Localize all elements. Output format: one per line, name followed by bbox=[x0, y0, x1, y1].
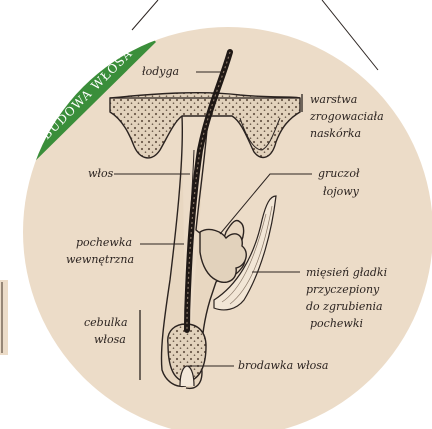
label-warstwa-2: zrogowaciała bbox=[309, 110, 384, 123]
label-lodyga: łodyga bbox=[142, 65, 179, 78]
label-pochewka-1: pochewka bbox=[76, 236, 132, 249]
label-gruczol-1: gruczoł bbox=[318, 167, 360, 180]
label-warstwa-1: warstwa bbox=[310, 93, 357, 106]
label-wlos: włos bbox=[88, 167, 114, 180]
label-cebulka-2: włosa bbox=[94, 333, 126, 346]
label-miesien-2: przyczepiony bbox=[306, 283, 380, 296]
edge-fragment bbox=[0, 280, 8, 355]
pointer-line-left bbox=[132, 0, 158, 30]
label-miesien-4: pochewki bbox=[310, 317, 363, 330]
label-warstwa-3: naskórka bbox=[310, 127, 361, 140]
label-pochewka-2: wewnętrzna bbox=[66, 253, 134, 266]
label-miesien-3: do zgrubienia bbox=[306, 300, 383, 313]
label-brodawka: brodawka włosa bbox=[238, 359, 328, 372]
label-gruczol-2: łojowy bbox=[323, 185, 360, 198]
label-miesien-1: mięsień gładki bbox=[306, 266, 387, 279]
label-cebulka-1: cebulka bbox=[84, 316, 128, 329]
